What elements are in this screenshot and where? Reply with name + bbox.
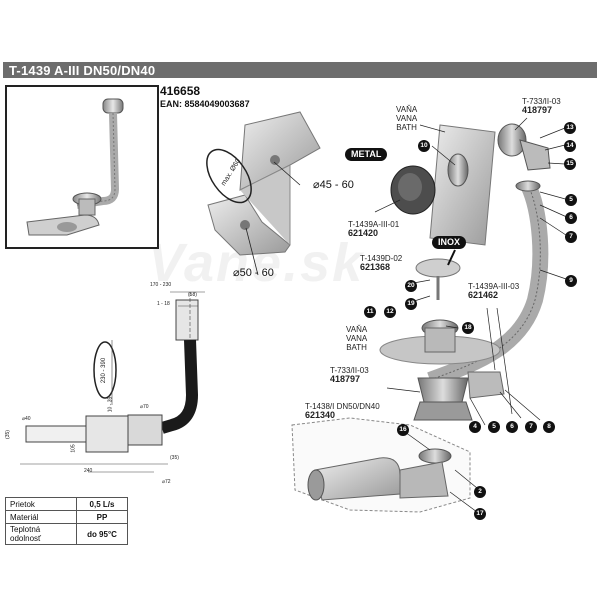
dimension-w10: ⌀40 <box>22 416 31 422</box>
spec-table: Prietok 0,5 L/s Materiál PP Teplotná odo… <box>5 497 128 545</box>
dimension-w2: (58) <box>188 292 197 298</box>
dimension-w7: (35) <box>4 430 11 439</box>
page-title: T-1439 A-III DN50/DN40 <box>9 63 156 78</box>
part-number: 20 <box>405 280 417 292</box>
dimension-w3: 1 - 18 <box>157 301 170 307</box>
dimension-w5: 240 <box>84 468 93 474</box>
spec-value: do 95°C <box>76 523 128 545</box>
product-ean: EAN: 8584049003687 <box>160 99 250 109</box>
part-number: 7 <box>565 231 577 243</box>
part-number: 5 <box>565 194 577 206</box>
dimension-w9: (35) <box>170 455 179 461</box>
part-number: 13 <box>564 122 576 134</box>
dimension-w4: ⌀70 <box>140 404 149 410</box>
part-number: 10 <box>418 140 430 152</box>
part-number: 8 <box>543 421 555 433</box>
spec-value: PP <box>76 510 128 524</box>
part-number: 18 <box>462 322 474 334</box>
spec-key: Prietok <box>5 497 77 511</box>
spec-key: Materiál <box>5 510 77 524</box>
dimension-range: 230 - 390 <box>101 357 108 384</box>
dimension-w6: 105 <box>70 444 77 453</box>
part-number: 6 <box>565 212 577 224</box>
part-number: 19 <box>405 298 417 310</box>
part-number: 11 <box>364 306 376 318</box>
spec-key: Teplotná odolnosť <box>5 523 77 545</box>
product-photo-inset <box>5 85 159 249</box>
dimension-w1: 170 - 230 <box>150 282 172 288</box>
part-number: 15 <box>564 158 576 170</box>
part-number: 7 <box>525 421 537 433</box>
header-bar: T-1439 A-III DN50/DN40 <box>3 62 597 78</box>
dimension-d1: ⌀45 - 60 <box>313 179 354 191</box>
part-number: 6 <box>506 421 518 433</box>
part-number: 14 <box>564 140 576 152</box>
product-photo <box>26 98 124 236</box>
table-row: Prietok 0,5 L/s <box>5 497 128 511</box>
table-row: Materiál PP <box>5 510 128 524</box>
dimension-w11: 10 - 35 <box>107 396 114 413</box>
inox-badge: INOX <box>432 236 467 249</box>
metal-badge: METAL <box>345 148 388 161</box>
spec-value: 0,5 L/s <box>76 497 128 511</box>
part-number: 12 <box>384 306 396 318</box>
product-code: 416658 <box>160 84 201 98</box>
part-number: 2 <box>474 486 486 498</box>
part-number: 4 <box>469 421 481 433</box>
table-row: Teplotná odolnosť do 95°C <box>5 523 128 545</box>
dimension-w8: ⌀72 <box>162 479 171 485</box>
part-number: 5 <box>488 421 500 433</box>
part-number: 9 <box>565 275 577 287</box>
dimension-d2: ⌀50 - 60 <box>233 267 274 279</box>
part-number: 16 <box>397 424 409 436</box>
part-number: 17 <box>474 508 486 520</box>
